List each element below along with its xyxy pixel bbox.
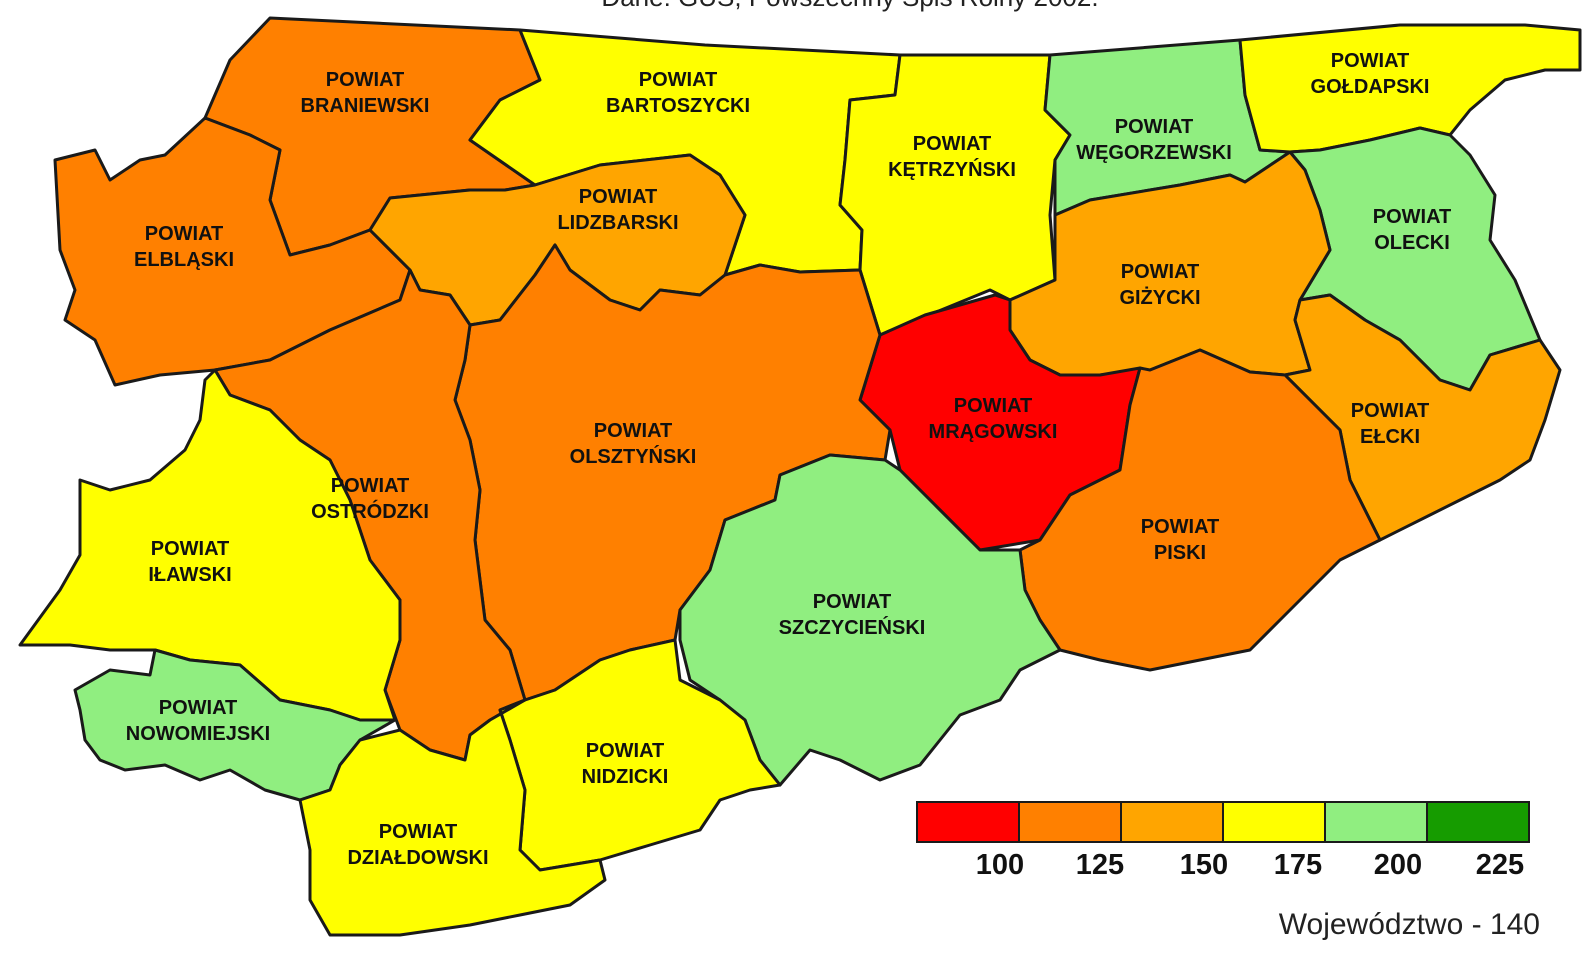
legend-swatch-200 — [1324, 801, 1428, 843]
legend-swatch-225 — [1426, 801, 1530, 843]
legend-label-200: 200 — [1374, 849, 1422, 881]
legend-label-100: 100 — [976, 849, 1024, 881]
region-goldapski[interactable] — [1238, 23, 1582, 154]
regions-layer — [18, 16, 1582, 937]
region-piski[interactable] — [1018, 348, 1382, 672]
legend-swatch-125 — [1018, 801, 1122, 843]
legend-swatch-150 — [1120, 801, 1224, 843]
region-nowomiejski[interactable] — [73, 648, 397, 802]
legend-label-175: 175 — [1274, 849, 1322, 881]
voivodeship-summary: Województwo - 140 — [1279, 908, 1540, 941]
legend-label-150: 150 — [1180, 849, 1228, 881]
legend-label-125: 125 — [1076, 849, 1124, 881]
legend-label-225: 225 — [1476, 849, 1524, 881]
legend-swatch-175 — [1222, 801, 1326, 843]
legend-swatch-100 — [916, 801, 1020, 843]
region-dzialdowski[interactable] — [298, 698, 607, 937]
region-szczycienski[interactable] — [678, 453, 1062, 787]
legend: 100 125 150 175 200 225 — [916, 801, 1530, 881]
